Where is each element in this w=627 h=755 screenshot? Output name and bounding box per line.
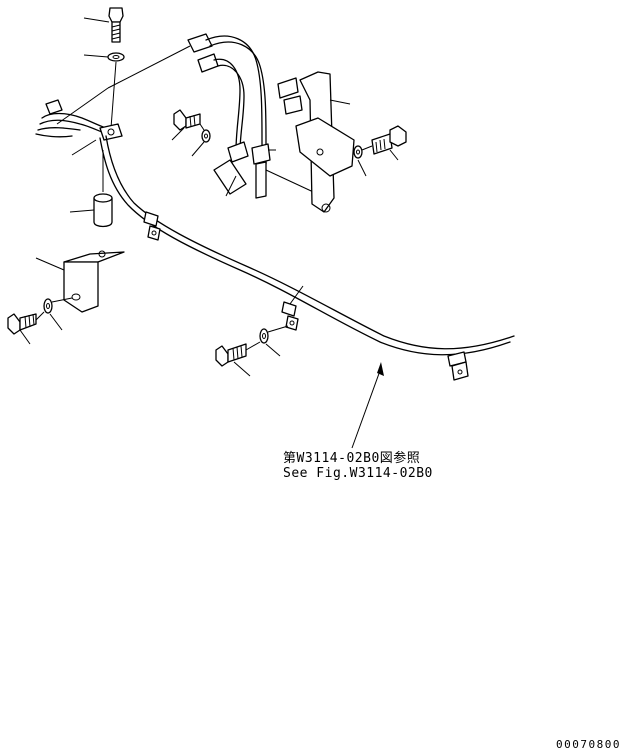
reference-note-jp: 第W3114-02B0図参照 — [283, 451, 421, 466]
reference-arrow — [351, 362, 384, 449]
middle-washer — [245, 325, 289, 357]
right-bracket — [295, 71, 355, 213]
upper-bolt — [171, 109, 201, 141]
reference-note-en: See Fig.W3114-02B0 — [283, 466, 433, 481]
top-washer — [83, 52, 125, 62]
drawing-code: 00070800 — [556, 738, 621, 751]
harness-clamp-1 — [143, 211, 161, 241]
upper-washer — [191, 123, 211, 157]
harness-clamp-2 — [281, 285, 304, 331]
left-bolt — [7, 313, 37, 345]
spacer-collar — [69, 150, 113, 228]
left-washer — [35, 297, 73, 331]
main-harness — [99, 135, 515, 356]
center-connectors — [187, 33, 267, 165]
left-bracket — [35, 250, 125, 313]
bolt-center-line — [110, 61, 117, 129]
right-washer — [353, 145, 373, 177]
right-bracket-clips — [277, 77, 303, 115]
middle-bolt — [215, 343, 251, 377]
harness-clamp-3 — [447, 351, 469, 381]
right-bolt — [371, 125, 407, 161]
top-bolt — [83, 7, 124, 43]
